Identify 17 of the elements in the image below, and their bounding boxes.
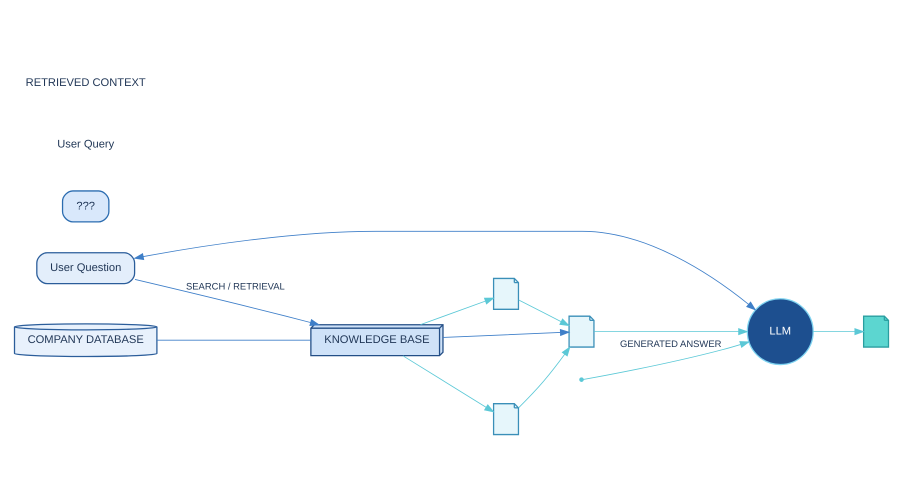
arrow xyxy=(518,346,571,408)
arrow xyxy=(134,279,320,326)
label: User Query xyxy=(57,138,114,151)
arrow xyxy=(812,328,865,336)
arrow xyxy=(583,341,750,380)
node-box: User Question xyxy=(36,252,136,284)
arrow xyxy=(402,355,495,413)
arrow xyxy=(420,298,495,326)
arrow xyxy=(442,328,570,338)
connector xyxy=(156,340,312,341)
arrow xyxy=(133,230,756,311)
arrow xyxy=(594,328,749,336)
node-box: ??? xyxy=(62,190,110,222)
label: RETRIEVED CONTEXT xyxy=(26,76,146,89)
arrow xyxy=(518,300,570,326)
edge-label: SEARCH / RETRIEVAL xyxy=(186,280,285,292)
edge-label: GENERATED ANSWER xyxy=(620,338,722,349)
